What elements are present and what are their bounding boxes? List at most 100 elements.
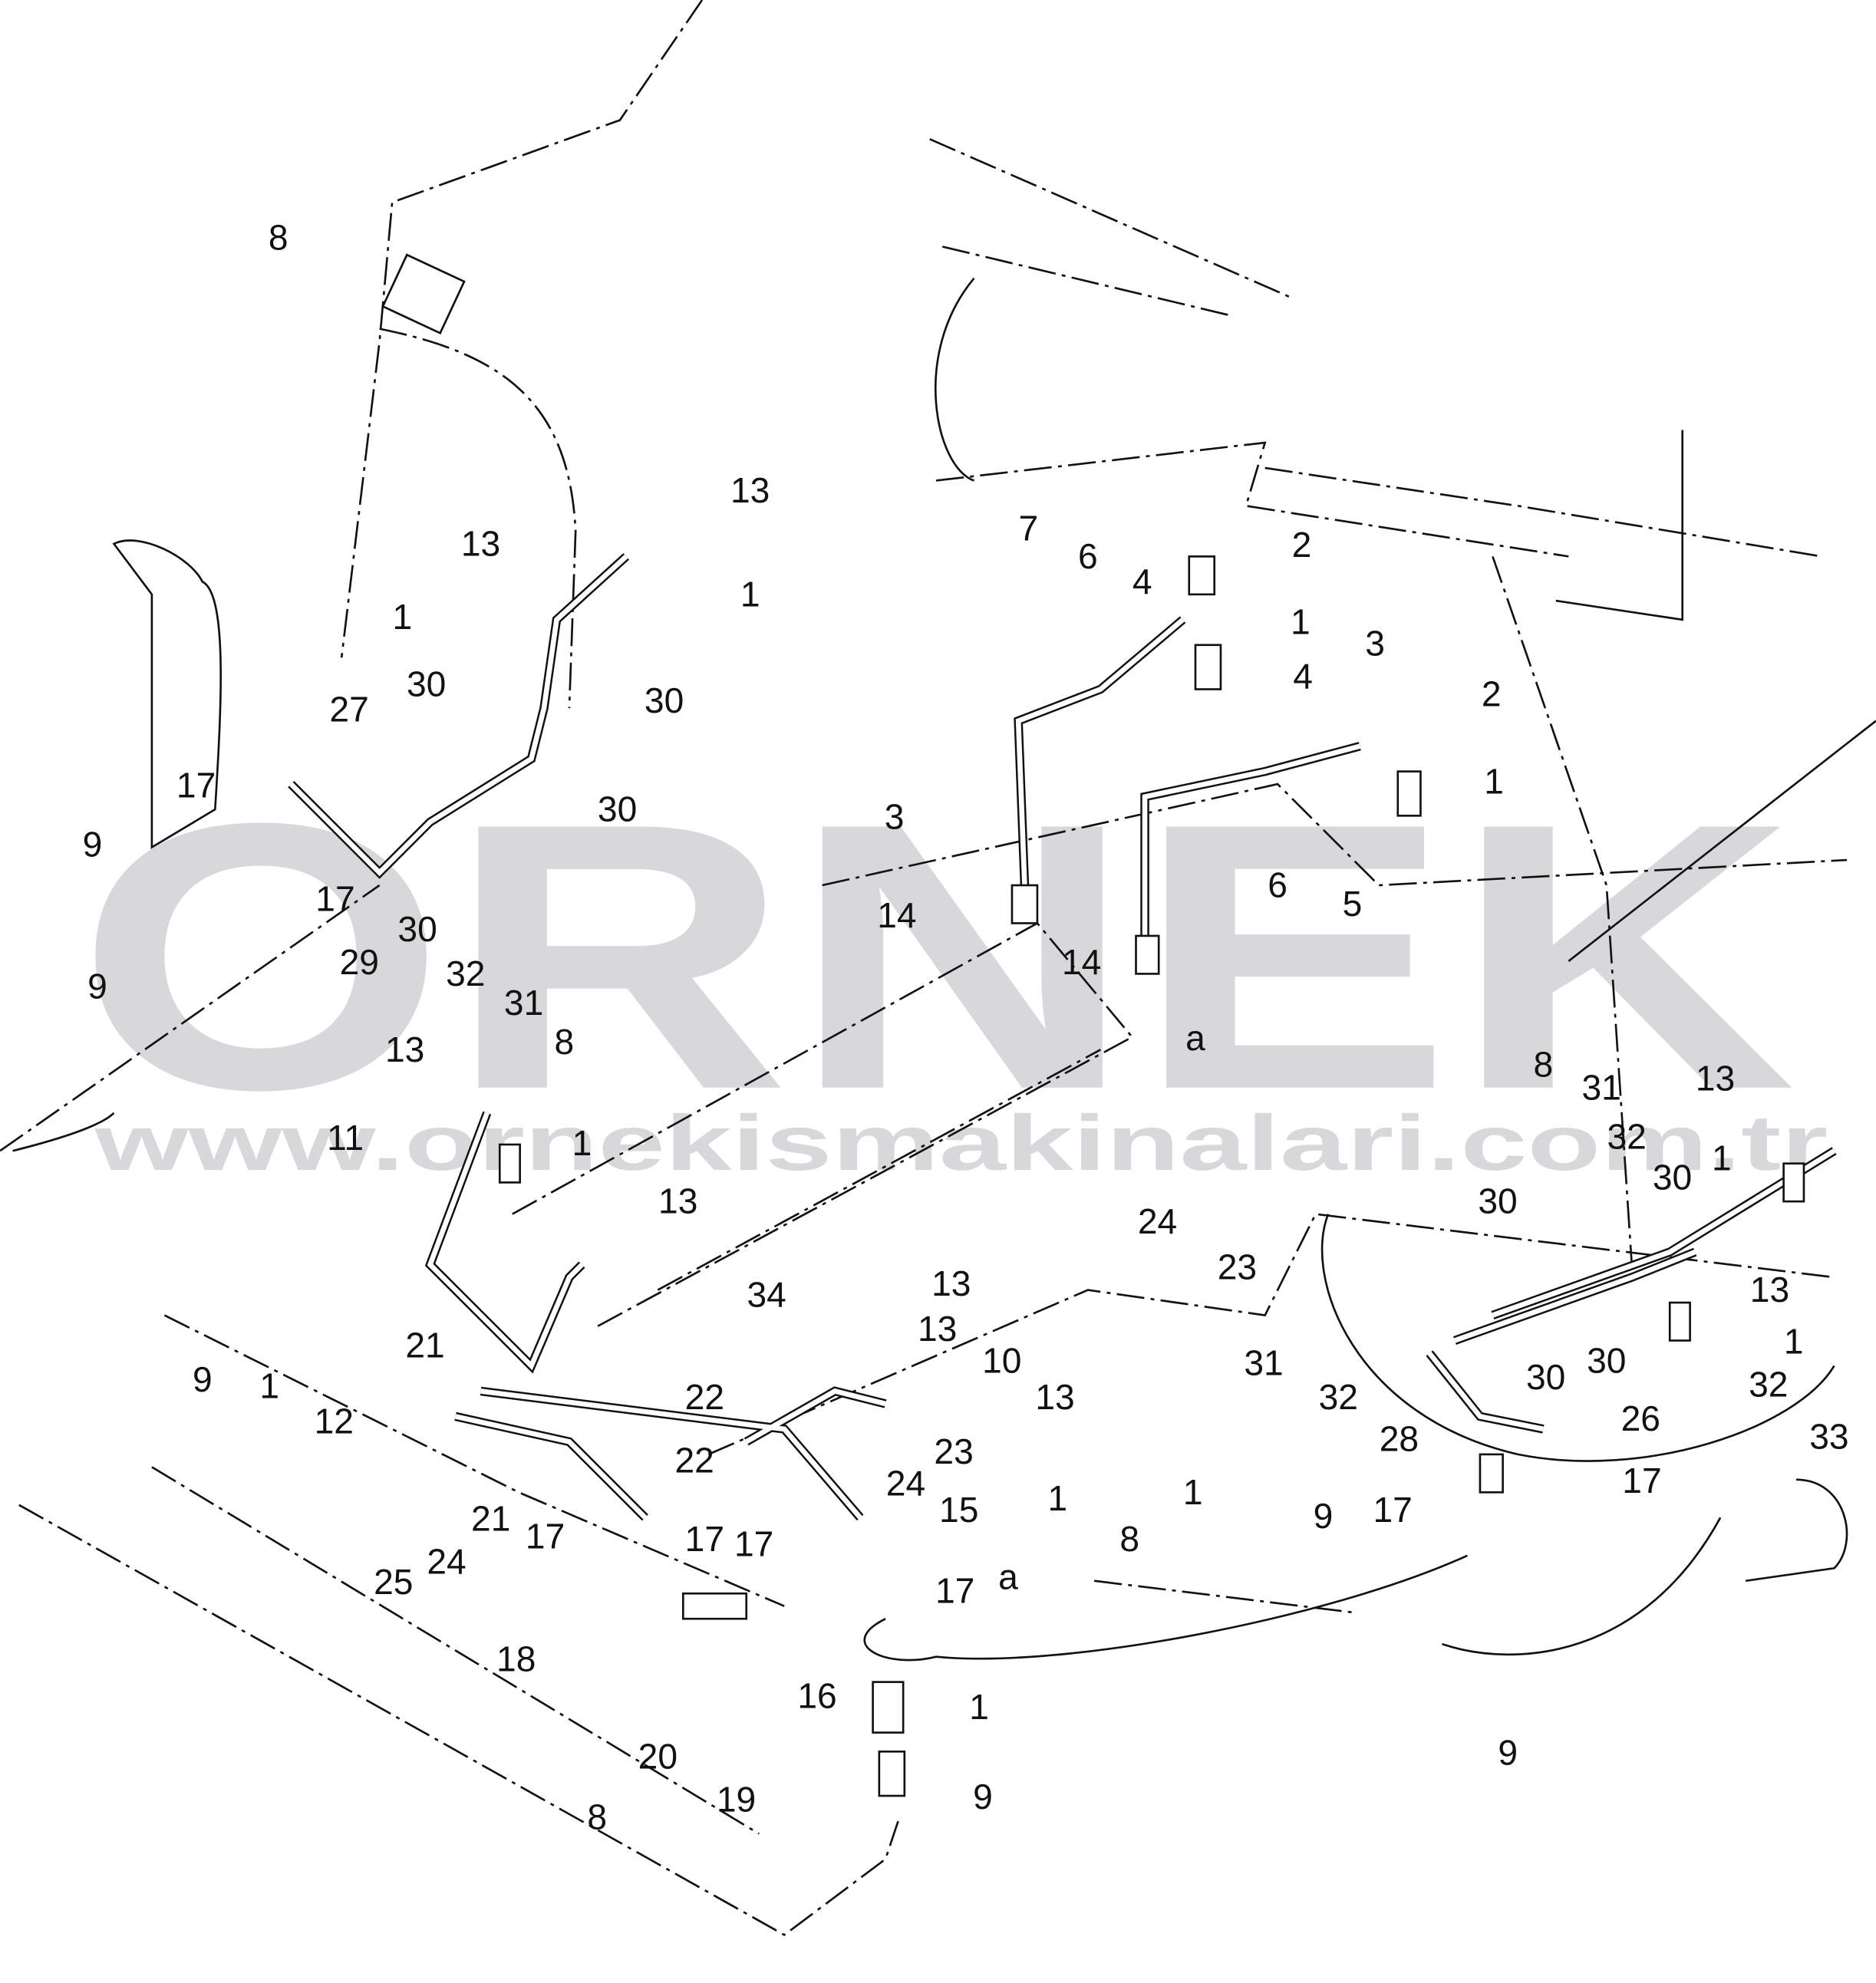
callout-a: a	[998, 1556, 1018, 1596]
callout-21: 21	[405, 1326, 444, 1365]
callout-30: 30	[598, 789, 637, 829]
watermark-url: www.ornekismakinalari.com.tr	[94, 1099, 1828, 1187]
callout-22: 22	[674, 1441, 714, 1481]
callout-14: 14	[1062, 942, 1101, 982]
callout-13: 13	[730, 470, 770, 510]
callout-9: 9	[973, 1777, 993, 1817]
callout-13: 13	[931, 1263, 971, 1303]
callout-2: 2	[1292, 525, 1312, 565]
callout-6: 6	[1078, 536, 1098, 576]
callout-8: 8	[1534, 1045, 1554, 1085]
callout-13: 13	[1696, 1059, 1735, 1099]
watermark-logo: ORNEK	[76, 744, 1796, 1168]
hydraulic-pipes	[288, 553, 1837, 1521]
callout-34: 34	[747, 1275, 786, 1315]
callout-9: 9	[87, 966, 107, 1006]
callout-24: 24	[427, 1542, 466, 1582]
callout-30: 30	[645, 680, 684, 720]
callout-13: 13	[658, 1181, 697, 1221]
callout-13: 13	[461, 523, 500, 563]
callout-26: 26	[1621, 1398, 1660, 1438]
callout-4: 4	[1293, 656, 1313, 696]
callout-8: 8	[269, 217, 288, 257]
callout-3: 3	[1365, 624, 1385, 664]
callout-24: 24	[886, 1463, 925, 1503]
callout-30: 30	[1526, 1357, 1565, 1397]
callout-9: 9	[193, 1359, 213, 1399]
callout-4: 4	[1133, 562, 1152, 601]
callout-32: 32	[1749, 1365, 1788, 1405]
callout-23: 23	[1218, 1247, 1257, 1286]
callout-29: 29	[340, 942, 379, 982]
callout-33: 33	[1809, 1416, 1848, 1456]
callout-17: 17	[935, 1570, 974, 1610]
callout-1: 1	[1484, 761, 1504, 801]
callout-10: 10	[982, 1340, 1021, 1380]
callout-6: 6	[1268, 865, 1287, 905]
callout-27: 27	[329, 689, 368, 729]
callout-8: 8	[555, 1022, 575, 1062]
callout-1: 1	[740, 574, 760, 614]
callout-32: 32	[1319, 1377, 1358, 1417]
callout-1: 1	[1047, 1478, 1067, 1518]
callout-31: 31	[1244, 1343, 1283, 1383]
callout-20: 20	[638, 1736, 678, 1776]
callout-17: 17	[1622, 1461, 1661, 1500]
callout-1: 1	[259, 1365, 279, 1405]
callout-8: 8	[587, 1797, 607, 1837]
callout-13: 13	[1750, 1270, 1789, 1309]
callout-1: 1	[969, 1687, 989, 1727]
callout-17: 17	[685, 1519, 724, 1559]
callout-32: 32	[1607, 1117, 1646, 1157]
callout-1: 1	[1712, 1138, 1732, 1178]
callout-15: 15	[939, 1490, 978, 1530]
callout-22: 22	[685, 1377, 724, 1417]
callout-19: 19	[717, 1779, 756, 1819]
callout-a: a	[1185, 1018, 1205, 1058]
callout-25: 25	[374, 1562, 413, 1602]
machine-outline	[0, 0, 1876, 1936]
callout-3: 3	[885, 796, 905, 836]
callout-8: 8	[1119, 1519, 1139, 1559]
callout-31: 31	[1582, 1067, 1621, 1107]
callout-1: 1	[1291, 602, 1311, 642]
callout-11: 11	[327, 1118, 364, 1158]
callout-9: 9	[1498, 1732, 1518, 1772]
callout-9: 9	[83, 825, 103, 865]
callout-13: 13	[385, 1029, 424, 1069]
callout-30: 30	[1653, 1157, 1692, 1197]
callout-16: 16	[797, 1675, 836, 1715]
callout-14: 14	[877, 895, 916, 935]
callout-32: 32	[446, 954, 485, 993]
callout-30: 30	[1587, 1340, 1626, 1380]
fittings	[381, 253, 1805, 1797]
callout-5: 5	[1343, 884, 1363, 924]
callout-30: 30	[397, 909, 437, 949]
callout-21: 21	[471, 1498, 510, 1538]
callout-23: 23	[934, 1431, 973, 1471]
callout-17: 17	[176, 765, 216, 805]
callout-18: 18	[496, 1639, 536, 1678]
callout-1: 1	[1784, 1322, 1804, 1362]
callout-7: 7	[1019, 509, 1039, 548]
callout-24: 24	[1138, 1201, 1177, 1241]
callout-12: 12	[315, 1402, 354, 1441]
callout-28: 28	[1380, 1419, 1419, 1459]
callout-9: 9	[1314, 1496, 1334, 1536]
callout-17: 17	[734, 1523, 773, 1563]
callout-17: 17	[1373, 1490, 1412, 1530]
callout-17: 17	[315, 879, 354, 919]
watermark: ORNEK www.ornekismakinalari.com.tr	[76, 744, 1828, 1187]
callout-17: 17	[526, 1517, 565, 1556]
callout-31: 31	[504, 983, 543, 1023]
callout-30: 30	[407, 664, 446, 703]
callout-1: 1	[1183, 1472, 1203, 1512]
callout-1: 1	[392, 597, 412, 637]
callout-1: 1	[572, 1123, 592, 1163]
callout-13: 13	[1035, 1377, 1074, 1417]
callout-30: 30	[1478, 1181, 1517, 1221]
callout-13: 13	[918, 1309, 957, 1349]
